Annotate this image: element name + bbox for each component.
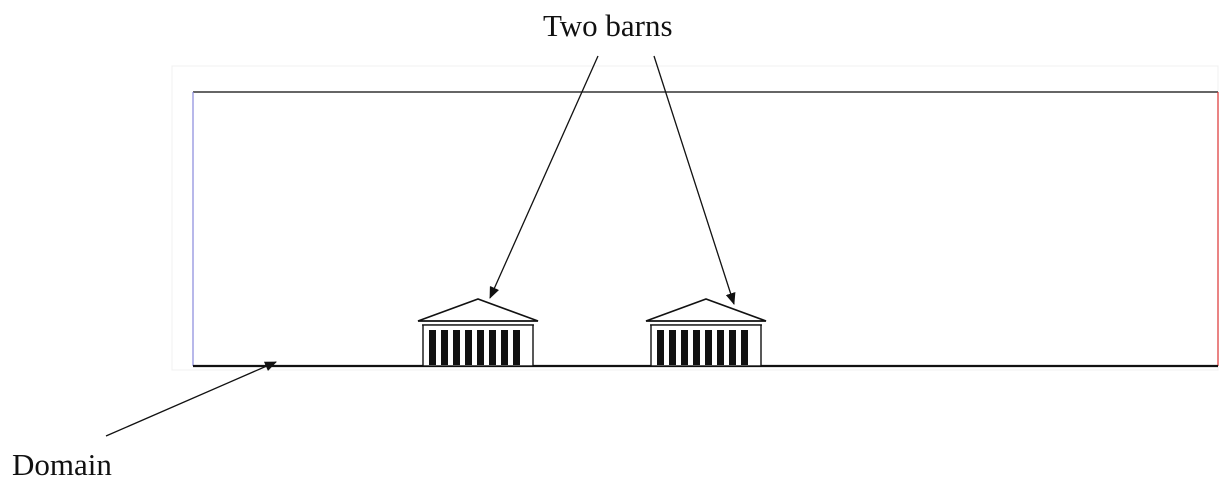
barn-2 xyxy=(645,298,767,367)
barn-vent xyxy=(657,330,664,365)
barn-vent xyxy=(453,330,460,365)
barn-vent xyxy=(477,330,484,365)
barn-vent xyxy=(693,330,700,365)
barn-vents xyxy=(429,330,520,365)
barn-vent xyxy=(717,330,724,365)
barn-vent xyxy=(669,330,676,365)
barn-vent xyxy=(429,330,436,365)
barn-vent xyxy=(501,330,508,365)
barn-vent xyxy=(705,330,712,365)
barn-vent xyxy=(729,330,736,365)
barn-vent xyxy=(513,330,520,365)
arrow-to-barn-1 xyxy=(489,55,599,299)
arrow-to-domain xyxy=(105,361,277,437)
barn-vent xyxy=(741,330,748,365)
arrow-to-barn-2 xyxy=(653,55,736,305)
barn-roof xyxy=(645,298,767,322)
barn-vent xyxy=(489,330,496,365)
barn-vents xyxy=(657,330,748,365)
barn-vent xyxy=(441,330,448,365)
barn-roof xyxy=(417,298,539,322)
domain-label: Domain xyxy=(12,447,112,482)
two-barns-label: Two barns xyxy=(543,8,673,43)
barn-vent xyxy=(465,330,472,365)
barn-vent xyxy=(681,330,688,365)
barn-1 xyxy=(417,298,539,367)
